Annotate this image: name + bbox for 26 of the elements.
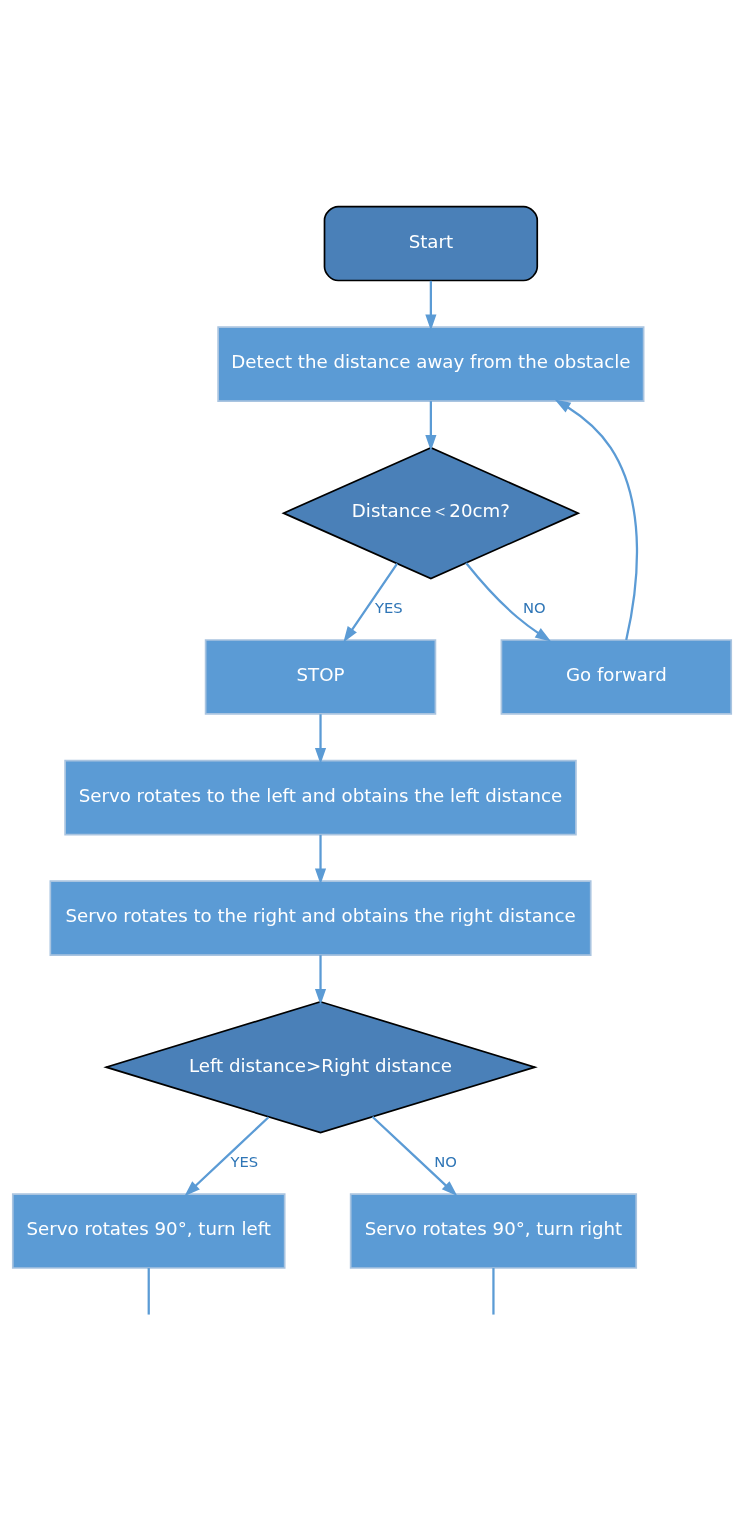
arrow	[314, 954, 327, 1005]
arrow	[425, 280, 437, 330]
node-box: Servo rotates to the right and obtains the right distance	[49, 879, 592, 956]
edge-label: NO	[434, 1152, 457, 1170]
node-box: Start	[323, 205, 539, 281]
edge-label: YES	[230, 1152, 259, 1170]
arrow	[314, 713, 327, 764]
node-box: Servo rotates 90°, turn right	[349, 1192, 638, 1269]
arrow	[343, 562, 399, 642]
connector	[492, 1267, 495, 1315]
node-diamond: Distance＜20cm?	[281, 446, 581, 579]
node-box: STOP	[204, 638, 437, 715]
node-box: Servo rotates 90°, turn left	[11, 1192, 286, 1269]
arrow	[465, 561, 552, 642]
node-box: Detect the distance away from the obstacle	[217, 325, 645, 402]
arrow	[314, 834, 327, 885]
arrow	[554, 399, 639, 640]
node-box: Go forward	[500, 638, 733, 715]
arrow	[184, 1115, 270, 1196]
arrow	[425, 400, 437, 451]
connector	[147, 1267, 150, 1315]
edge-label: YES	[374, 598, 403, 616]
node-diamond: Left distance>Right distance	[103, 1000, 538, 1133]
arrow	[371, 1115, 458, 1196]
edge-label: NO	[523, 598, 546, 616]
node-box: Servo rotates to the left and obtains the left distance	[64, 759, 577, 835]
